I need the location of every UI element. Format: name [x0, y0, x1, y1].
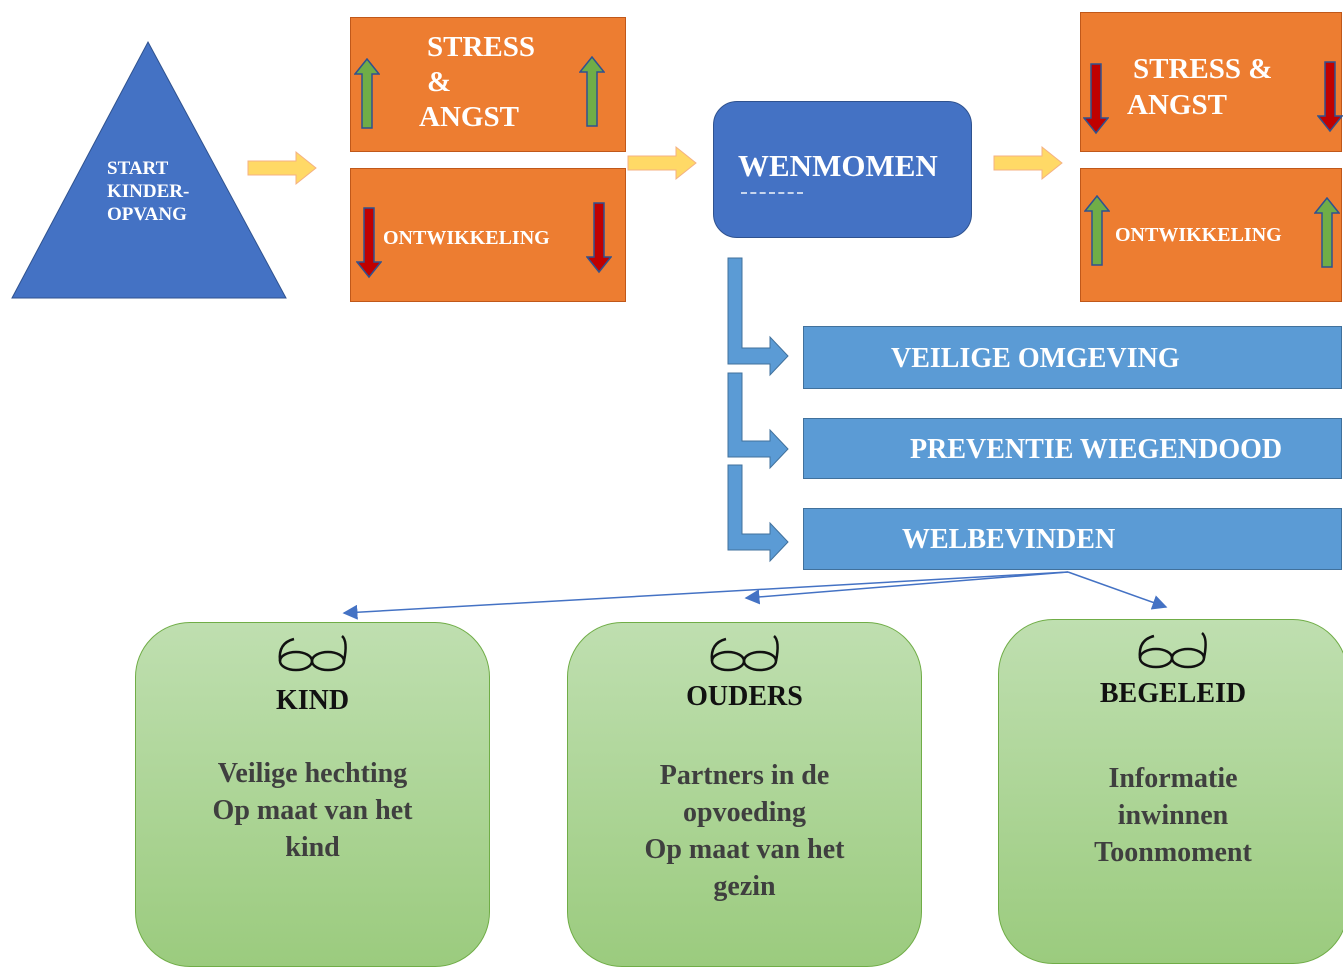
aspect-label: PREVENTIE WIEGENDOOD [910, 434, 1283, 465]
arrow-down-icon [586, 202, 612, 274]
glasses-icon [1138, 632, 1207, 669]
connector-ouders [744, 571, 1069, 605]
perspective-text: Veilige hechting Op maat van het kind [212, 758, 413, 863]
arrow-down-icon [1317, 61, 1343, 133]
arrow-down-icon [356, 207, 382, 279]
aspect-label: WELBEVINDEN [902, 524, 1116, 555]
wenmomen-label: WENMOMEN [738, 148, 938, 183]
perspective-begeleid: BEGELEID Informatie inwinnen Toonmoment [998, 619, 1343, 964]
aspect-label: VEILIGE OMGEVING [891, 343, 1180, 374]
perspective-title: KIND [275, 685, 350, 716]
arrow-up-icon [579, 56, 605, 127]
perspective-text: Partners in de opvoeding Op maat van het… [644, 760, 845, 902]
arrow-down-icon [1083, 63, 1109, 135]
clipped-text-fragment [741, 192, 803, 196]
ontwikkeling-after-box: ONTWIKKELING [1080, 168, 1342, 302]
start-triangle [11, 40, 287, 299]
aspect-preventie-wiegendood: PREVENTIE WIEGENDOOD [803, 418, 1342, 479]
aspect-welbevinden: WELBEVINDEN [803, 508, 1342, 570]
perspective-text: Informatie inwinnen Toonmoment [1094, 763, 1252, 868]
start-line-1: START [107, 158, 169, 179]
start-line-2: KINDER- [107, 181, 190, 202]
ontwikkeling-before-label: ONTWIKKELING [383, 227, 550, 249]
stress-before-box: STRESS & ANGST [350, 17, 626, 152]
flow-arrow-2 [627, 145, 697, 181]
aspect-veilige-omgeving: VEILIGE OMGEVING [803, 326, 1342, 389]
perspective-title: BEGELEID [1099, 678, 1247, 709]
glasses-icon [278, 635, 347, 672]
arrow-up-icon [354, 58, 380, 129]
arrow-up-icon [1314, 197, 1340, 268]
stress-before-label: STRESS & ANGST [419, 31, 536, 133]
flow-arrow-3 [993, 145, 1063, 181]
connector-begeleid [1067, 571, 1168, 610]
connector-kind [342, 571, 1069, 620]
stress-after-box: STRESS & ANGST [1080, 12, 1343, 152]
flow-arrow-1 [247, 150, 317, 186]
stress-after-label: STRESS & ANGST [1127, 53, 1273, 121]
arrow-up-icon [1084, 195, 1110, 266]
wenmomen-box: WENMOMEN [713, 101, 972, 238]
start-line-3: OPVANG [107, 204, 187, 225]
bent-arrow-1 [727, 257, 789, 377]
start-label: START KINDER- OPVANG [107, 157, 189, 226]
perspective-ouders: OUDERS Partners in de opvoeding Op maat … [567, 622, 922, 967]
ontwikkeling-before-box: ONTWIKKELING [350, 168, 626, 302]
bent-arrow-2 [727, 372, 789, 470]
ontwikkeling-after-label: ONTWIKKELING [1115, 224, 1282, 246]
perspective-kind: KIND Veilige hechting Op maat van het ki… [135, 622, 490, 967]
perspective-title: OUDERS [686, 681, 803, 712]
bent-arrow-3 [727, 464, 789, 563]
glasses-icon [710, 635, 779, 672]
